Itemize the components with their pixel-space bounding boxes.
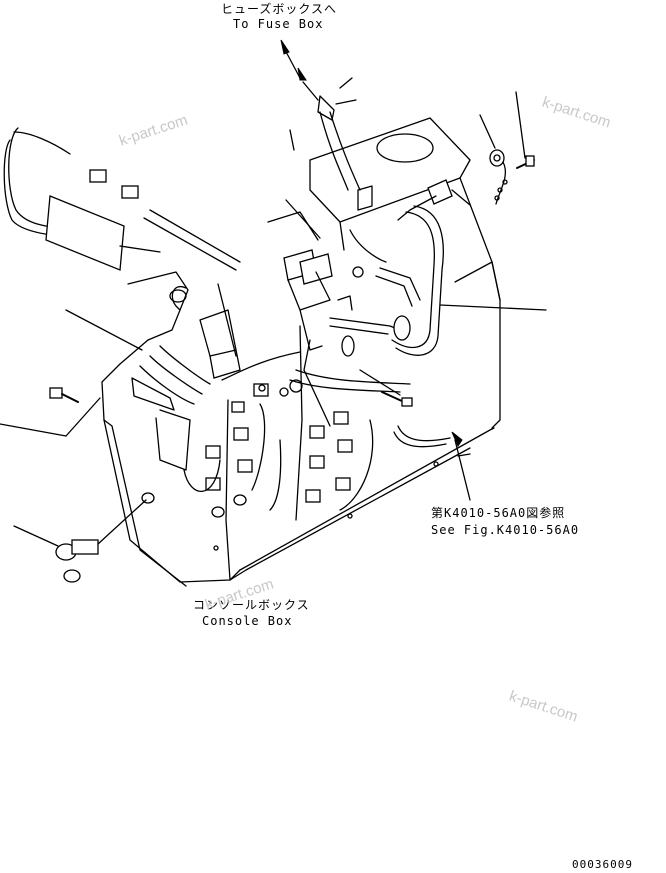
fuse-box-arrow xyxy=(280,39,319,101)
cigar-lighter xyxy=(13,499,147,583)
console-top xyxy=(101,271,301,421)
console-box-label-jp: コンソールボックス xyxy=(193,598,310,612)
right-connector xyxy=(397,179,471,221)
main-harness xyxy=(289,205,444,396)
switch-cluster xyxy=(267,199,333,351)
connector-cap xyxy=(479,91,535,205)
see-fig-label-en: See Fig.K4010-56A0 xyxy=(431,523,580,537)
see-fig-label-jp: 第K4010-56A0図参照 xyxy=(431,506,566,520)
upper-harness xyxy=(317,77,361,191)
left-harness xyxy=(3,127,241,271)
fuse-box-label-jp: ヒューズボックスへ xyxy=(221,2,338,16)
console-box-label-en: Console Box xyxy=(202,614,293,628)
console-relays xyxy=(141,379,451,551)
console-body xyxy=(103,325,495,587)
left-bolt xyxy=(0,387,101,437)
drawing-number: 00036009 xyxy=(572,858,633,871)
fuse-box-label-en: To Fuse Box xyxy=(233,17,324,31)
bolt-mid xyxy=(381,391,413,407)
right-wall xyxy=(439,261,547,429)
cover-plate xyxy=(45,195,161,271)
leader-lines xyxy=(65,129,471,501)
